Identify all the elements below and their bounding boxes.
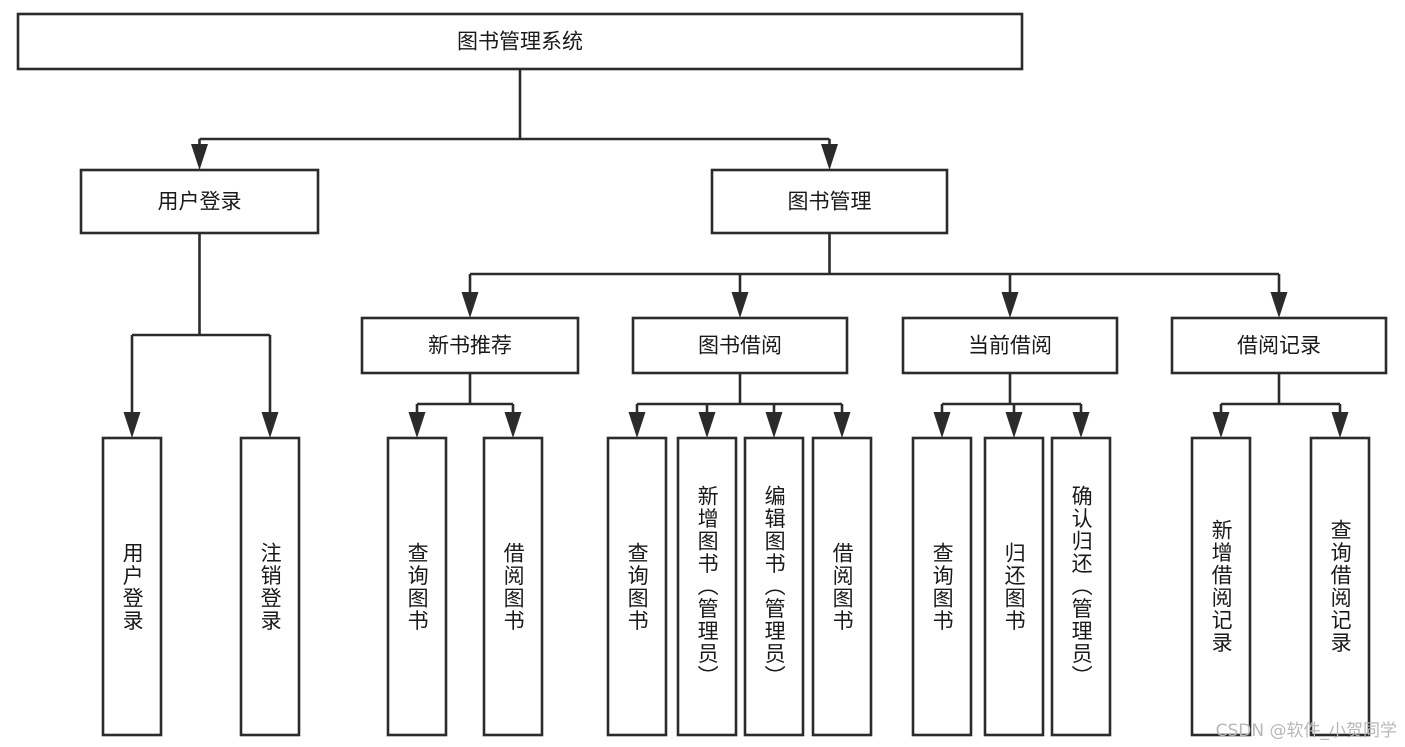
node-label-leaf-edit-book: 编辑图书（管理员） (762, 485, 787, 688)
current-borrow-to-leaf-return-book-arrowhead (1005, 412, 1023, 438)
node-label-leaf-return-book: 归还图书 (1002, 541, 1027, 632)
root-to-user-login-arrowhead (191, 144, 208, 170)
book-borrow-to-leaf-add-book-arrowhead (698, 412, 716, 438)
root-to-book-manage-arrowhead (821, 144, 838, 170)
node-box-user-login[interactable] (79, 168, 320, 235)
node-box-leaf-query-book-1[interactable] (386, 436, 448, 737)
bookmanage-to-borrow-record-arrowhead (1270, 292, 1288, 318)
node-box-leaf-return-book[interactable] (983, 436, 1045, 737)
user-login-to-leaf-logout-arrowhead (261, 412, 279, 438)
node-box-leaf-query-book-3[interactable] (911, 436, 973, 737)
node-label-leaf-query-book-2: 查询图书 (625, 541, 650, 632)
bookmanage-to-book-borrow-arrowhead (731, 292, 749, 318)
bookmanage-to-current-borrow-arrowhead (1001, 292, 1019, 318)
node-label-current-borrow: 当前借阅 (968, 334, 1052, 358)
bookmanage-to-new-book-recommend-arrowhead (461, 292, 479, 318)
node-label-leaf-query-book-3: 查询图书 (930, 541, 955, 632)
node-label-leaf-borrow-book-2: 借阅图书 (830, 541, 855, 632)
node-label-book-borrow: 图书借阅 (698, 334, 782, 358)
node-label-leaf-borrow-book-1: 借阅图书 (501, 541, 526, 632)
node-box-group (16, 12, 1388, 737)
node-label-leaf-query-book-1: 查询图书 (405, 541, 430, 632)
node-label-leaf-add-borrow-record: 新增借阅记录 (1209, 519, 1234, 654)
borrow-record-to-leaf-query-borrow-record-arrowhead (1331, 412, 1349, 438)
node-box-leaf-add-borrow-record[interactable] (1190, 436, 1252, 737)
node-box-leaf-borrow-book-2[interactable] (811, 436, 873, 737)
node-box-leaf-edit-book[interactable] (743, 436, 805, 737)
book-borrow-to-leaf-edit-book-arrowhead (765, 412, 783, 438)
node-box-leaf-logout[interactable] (239, 436, 301, 737)
node-label-leaf-query-borrow-record: 查询借阅记录 (1328, 519, 1353, 654)
node-label-leaf-add-book: 新增图书（管理员） (695, 485, 720, 688)
node-label-leaf-logout: 注销登录 (258, 541, 283, 632)
connector-group (123, 69, 1349, 438)
node-label-borrow-record: 借阅记录 (1237, 334, 1321, 358)
node-box-book-borrow[interactable] (631, 316, 849, 375)
node-label-user-login: 用户登录 (158, 190, 242, 214)
user-login-to-leaf-user-login-arrowhead (123, 412, 141, 438)
node-box-leaf-query-book-2[interactable] (606, 436, 668, 737)
node-box-leaf-confirm-return[interactable] (1050, 436, 1112, 737)
watermark-text: CSDN @软件_小贺同学 (1215, 721, 1397, 741)
node-box-borrow-record[interactable] (1170, 316, 1388, 375)
current-borrow-to-leaf-confirm-return-arrowhead (1072, 412, 1090, 438)
node-label-book-manage: 图书管理 (788, 190, 872, 214)
node-box-new-book-recommend[interactable] (360, 316, 580, 375)
new-book-recommend-to-leaf-query-book-1-arrowhead (408, 412, 426, 438)
node-box-leaf-borrow-book-1[interactable] (482, 436, 544, 737)
node-label-new-book-recommend: 新书推荐 (428, 334, 512, 358)
current-borrow-to-leaf-query-book-3-arrowhead (933, 412, 951, 438)
book-borrow-to-leaf-borrow-book-2-arrowhead (833, 412, 851, 438)
node-box-book-manage[interactable] (710, 168, 949, 235)
node-label-leaf-user-login: 用户登录 (120, 541, 145, 632)
book-borrow-to-leaf-query-book-2-arrowhead (628, 412, 646, 438)
node-label-root: 图书管理系统 (457, 30, 583, 54)
node-box-leaf-query-borrow-record[interactable] (1309, 436, 1371, 737)
node-box-root[interactable] (16, 12, 1024, 71)
node-box-current-borrow[interactable] (901, 316, 1119, 375)
borrow-record-to-leaf-add-borrow-record-arrowhead (1212, 412, 1230, 438)
node-box-leaf-add-book[interactable] (676, 436, 738, 737)
node-box-leaf-user-login[interactable] (101, 436, 163, 737)
node-label-leaf-confirm-return: 确认归还（管理员） (1069, 485, 1094, 688)
new-book-recommend-to-leaf-borrow-book-1-arrowhead (504, 412, 522, 438)
